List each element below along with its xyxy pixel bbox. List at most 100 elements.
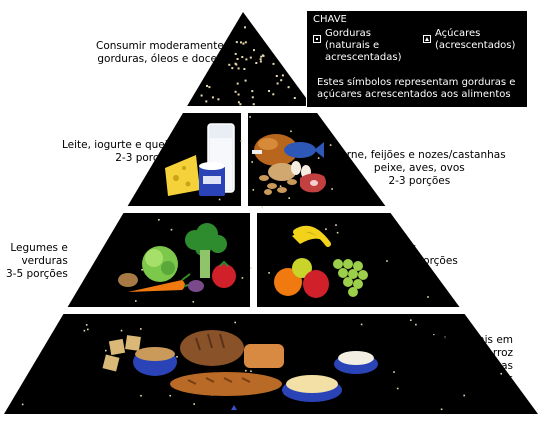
divider-tier3 [250,206,257,310]
sugar-speck [396,387,399,390]
label-line: verduras [21,255,68,267]
legend-sugar-line: (acrescentados) [435,40,516,51]
fat-speck [234,90,237,93]
sugar-speck [360,323,363,326]
label-line: 2-3 porções [115,152,178,164]
grapes [333,259,368,297]
label-line: 2-3 porções [388,175,451,187]
grains-illustration [102,330,378,402]
sugar-speck [440,408,443,411]
fat-speck [211,96,214,99]
sugar-speck [317,157,320,159]
fat-speck [234,62,237,65]
separator-low [0,307,542,314]
sugar-speck [335,224,337,226]
sugar-speck [192,301,195,303]
sugar-speck [158,219,160,221]
legend-sugar: Açúcares (acrescentados) [435,28,515,52]
fat-speck [253,49,255,52]
separator-mid [0,206,542,213]
sugar-speck [249,116,251,118]
fat-symbol-icon [313,35,321,43]
fat-speck [260,55,263,58]
fat-speck [293,97,296,99]
sugar-speck [85,324,88,326]
legend-note-line: açúcares acrescentados aos alimentos [317,89,511,100]
legend-fat-line: Gorduras [325,28,371,39]
label-line: Consumir moderamente [96,40,224,52]
label-line: Leite, iogurte e queijo [62,139,178,151]
sugar-speck [288,197,290,199]
sugar-speck [415,323,417,326]
sugar-speck [240,140,243,142]
fat-speck [276,82,279,85]
sugar-speck [105,349,107,352]
sugar-speck [331,188,333,190]
crackers [102,335,141,372]
sugar-speck [261,206,263,208]
sugar-speck [427,296,429,298]
sugar-speck [21,403,24,406]
fat-speck [243,68,246,70]
fat-speck [252,103,255,106]
sugar-speck [83,329,86,332]
fat-speck [237,93,240,96]
sugar-speck [252,189,255,191]
fat-speck [272,62,275,65]
legend-key: CHAVE Gorduras (naturais e acrescentadas… [306,10,528,108]
fat-speck [237,101,240,104]
fat-speck [268,90,270,92]
label-line: 2-4 porções [396,255,458,267]
sugar-speck [120,329,123,332]
fat-speck [280,79,283,82]
sugar-speck [140,328,142,330]
fat-speck [236,58,239,60]
sugar-speck [135,300,137,302]
fat-speck [205,100,208,103]
sugar-speck [176,356,178,358]
fat-speck [236,82,239,85]
fat-speck [272,93,275,96]
fat-speck [261,54,264,57]
sugar-speck [290,130,292,133]
vegetables-illustration [118,223,236,292]
fat-speck [275,75,278,77]
label-grains: Pão, cereais em flocos, arroz e massas 6… [430,334,513,386]
fat-speck [244,79,247,82]
label-dairy: Leite, iogurte e queijo 2-3 porções [62,139,177,165]
nuts [259,175,297,195]
sugar-speck [279,185,282,187]
potato [118,273,138,287]
sugar-speck [393,371,395,373]
sugar-speck [433,334,435,336]
sugar-speck [386,260,388,262]
fat-speck [234,52,237,55]
sugar-speck [234,321,236,324]
fat-speck [228,63,231,66]
fat-speck [237,67,240,70]
sugar-speck [444,336,446,339]
sugar-speck [170,228,173,231]
banana [292,231,322,244]
sugar-speck [410,319,412,321]
legend-title: CHAVE [313,14,347,25]
up-caret-icon [231,405,237,410]
cheese-wedge [165,155,200,196]
sugar-speck [140,394,142,397]
fat-speck [287,86,290,89]
fat-speck [259,58,262,61]
fish [284,142,316,158]
sugar-speck [463,394,465,397]
protein-illustration [252,134,326,195]
sugar-speck [329,144,332,146]
fat-speck [249,56,252,59]
tomato [212,264,236,288]
sugar-speck [325,228,327,230]
fat-speck [206,84,208,87]
sugar-speck [268,272,270,274]
fruits-illustration [274,226,368,298]
label-line: flocos, arroz [449,347,514,359]
label-line: Frutas [384,242,417,254]
